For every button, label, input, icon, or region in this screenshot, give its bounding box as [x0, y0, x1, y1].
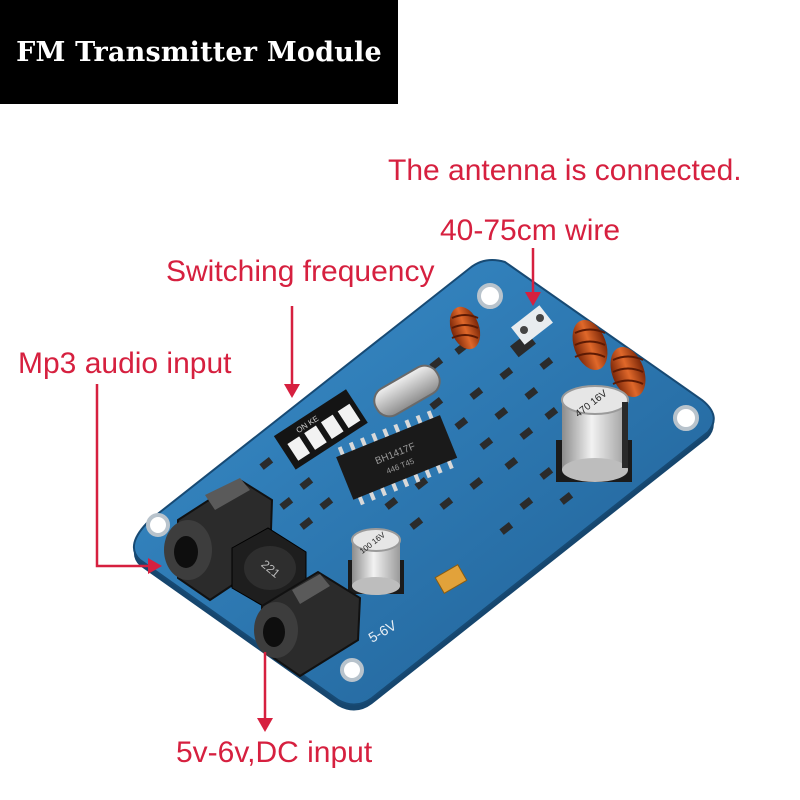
capacitor-small: 100 16V [348, 528, 404, 595]
title-banner: FM Transmitter Module [0, 0, 398, 104]
smd-components [259, 332, 574, 535]
audio-input-label: Mp3 audio input [18, 347, 232, 380]
antenna-pads [511, 305, 553, 345]
antenna-label: The antenna is connected. [388, 154, 742, 187]
arrow-audio-input [95, 384, 162, 574]
arrow-switching [284, 306, 300, 398]
arrow-dc-input [257, 652, 273, 732]
ic-chip: BH1417F 446 T45 [336, 410, 458, 506]
page-title: FM Transmitter Module [16, 36, 382, 68]
wire-length-label: 40-75cm wire [440, 214, 621, 247]
dip-switch: ON KE [273, 389, 368, 470]
switching-frequency-label: Switching frequency [166, 255, 435, 288]
tantalum-capacitor [434, 564, 468, 594]
dc-input-label: 5v-6v,DC input [176, 736, 373, 769]
dc-jack [254, 570, 362, 678]
coil-right-1 [572, 319, 608, 371]
crystal-oscillator [373, 364, 441, 418]
arrow-antenna [525, 248, 541, 306]
coil-left [449, 306, 481, 350]
mounting-holes [146, 283, 699, 682]
capacitor-large: 470 16V [556, 385, 632, 482]
coil-right-2 [610, 346, 646, 398]
